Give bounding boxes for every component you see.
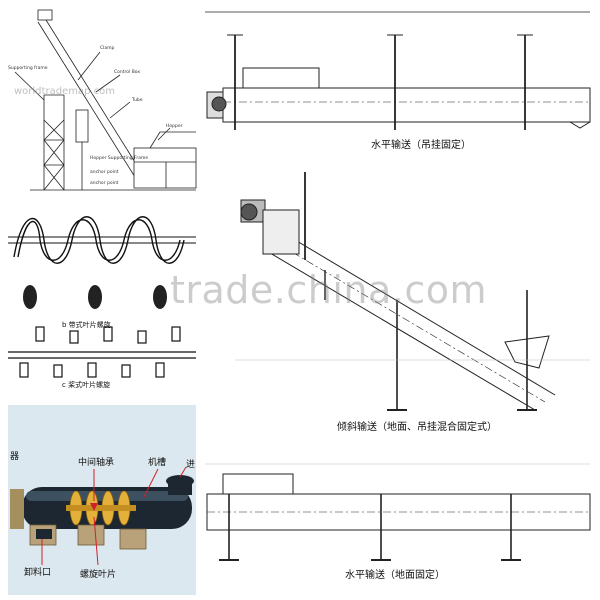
label-clamp: Clamp	[100, 46, 115, 51]
watermark-trade-china: trade.china.com	[170, 268, 488, 312]
model-drawing	[10, 466, 194, 566]
spiral-types-panel: b 带式叶片螺旋 c 桨式叶片螺旋	[0, 205, 200, 400]
label-paddle-blade: c 桨式叶片螺旋	[62, 381, 111, 389]
spiral-drawing	[8, 216, 196, 378]
label-spiral-blade: 螺旋叶片	[80, 570, 117, 580]
schematic-drawing	[14, 9, 197, 191]
label-anchor-point-1: anchor point	[90, 170, 119, 175]
label-hopper: Hopper	[166, 124, 183, 129]
caption-inclined: 倾斜输送（地面、吊挂混合固定式）	[337, 422, 497, 433]
label-inlet: 进	[186, 460, 196, 470]
label-middle-bearing: 中间轴承	[78, 458, 115, 468]
label-tube: Tube	[132, 98, 143, 103]
caption-horizontal-hanging: 水平输送（吊挂固定）	[371, 140, 471, 151]
label-trough: 机槽	[148, 458, 167, 468]
label-outlet: 卸料口	[24, 568, 52, 578]
caption-horizontal-ground: 水平输送（地面固定）	[345, 570, 445, 581]
label-ribbon-blade: b 带式叶片螺旋	[62, 321, 111, 329]
schematic-panel: Clamp Supporting frame Control Box Tube …	[0, 0, 200, 200]
label-hopper-support: Hopper Supporting Frame	[90, 156, 149, 161]
installation-panel: 水平输送（吊挂固定） 倾斜输送（地面、吊挂混合固定式） 水平输送（地面固定）	[205, 0, 600, 600]
label-control-box: Control Box	[114, 70, 141, 75]
label-supporting-frame: Supporting frame	[8, 66, 48, 71]
installation-drawing	[205, 11, 591, 561]
label-anchor-point-2: anchor point	[90, 181, 119, 186]
small-watermark: worldtrademap.com	[14, 86, 115, 97]
label-left-edge: 器	[10, 452, 20, 462]
model-panel: 器 中间轴承 机槽 进 卸料口 螺旋叶片	[8, 405, 196, 595]
